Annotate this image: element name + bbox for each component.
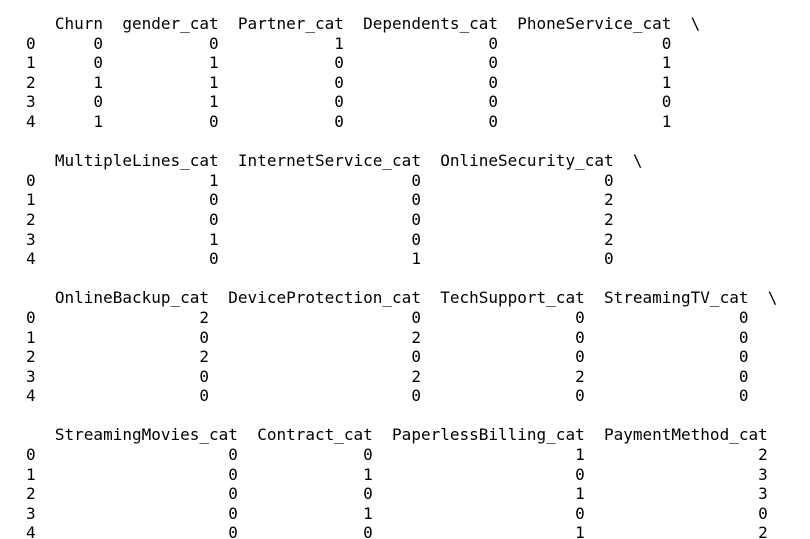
console-output-area: Churn gender_cat Partner_cat Dependents_… (26, 14, 778, 539)
dataframe-print-output: Churn gender_cat Partner_cat Dependents_… (26, 14, 778, 539)
